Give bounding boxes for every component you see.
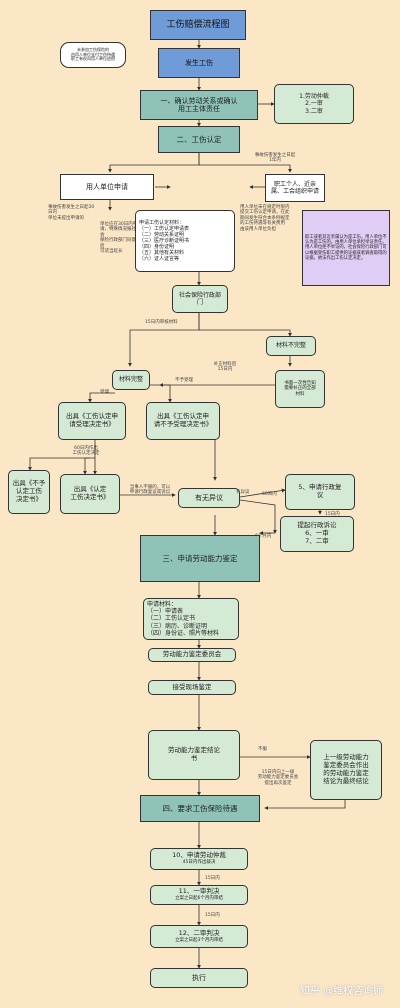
receive-appraisal-box: 接受现场鉴定 — [148, 680, 236, 695]
step1-box: 一、确认劳动关系或确认 用工主体责任 — [140, 90, 258, 120]
materials-list-box: 申请工伤认定材料： （一）工伤认定申请表 （二）劳动关系证明 （三）医疗诊断证明… — [135, 210, 235, 272]
label-reject: 不予受理 — [175, 378, 193, 383]
step12-note: 立案之日起3个月内审结 — [175, 937, 223, 943]
label-objection-mid: 当事人不服的，可以 申请行政复议或诉讼 — [129, 485, 171, 496]
employer-apply-box: 用人单位申请 — [60, 174, 154, 200]
label-15days: 15日内审核材料 — [145, 320, 178, 325]
note-top-left: 未参加工伤保险的 由用人单位支付工伤待遇 职工有权向用人单位追偿 — [60, 42, 126, 68]
note-notify-box: 书面一次性告知 需要补正的全部 材料 — [275, 370, 325, 408]
admin-review-box: 5、申请行政复 议 — [285, 474, 355, 510]
appraisal-result-box: 劳动能力鉴定结论 书 — [148, 730, 240, 780]
accident-box: 发生工伤 — [158, 48, 240, 78]
employee-apply-box: 职工个人、近亲 属、工会组织申请 — [265, 174, 325, 202]
label-accept: 受理 — [100, 390, 109, 395]
step2-box: 二、工伤认定 — [158, 126, 240, 153]
not-injury-box: 出具《不予 认定工伤 决定书》 — [8, 470, 50, 514]
note-purple-box: 职工或者其近亲属认为是工伤，用人单位不认为是工伤的，由用人单位承担举证责任。用人… — [302, 210, 390, 286]
note-employee-deadline: 事故伤害发生之日起 1年内 — [254, 153, 296, 164]
admin-lawsuit-box: 提起行政诉讼 6、一审 7、二审 — [280, 516, 354, 552]
issue-decision-box: 出具《工伤认定申 请受理决定书》 — [58, 402, 126, 440]
step10-label: 10、申请劳动仲裁 — [172, 851, 226, 860]
label-has: 有异议 — [236, 490, 250, 495]
step12-box: 12、二审判决 立案之日起3个月内审结 — [150, 925, 248, 948]
label-15: 15日内 — [325, 512, 340, 517]
step12-label: 12、二审判决 — [178, 928, 220, 937]
note-reappraisal: 15日内向上一级 劳动能力鉴定委员会 提出再次鉴定 — [257, 770, 299, 786]
appraisal-materials-box: 申请材料： （一）申请表 （二）工伤认定书 （三）病历、诊断证明 （四）身份证、… — [143, 598, 239, 640]
issue-reject-box: 出具《工伤认定申 请不予受理决定书》 — [146, 402, 220, 440]
label-15a: 15日内 — [205, 876, 220, 881]
label-supplement: 补正材料后 15日内 — [213, 362, 237, 373]
label-15b: 15日内 — [205, 913, 220, 918]
materials-incomplete-box: 材料不完整 — [266, 336, 316, 356]
watermark-text: 知乎 @维权咨询师 — [300, 986, 384, 997]
step11-label: 11、一审判决 — [178, 887, 220, 896]
step4-box: 四、要求工伤保险待遇 — [140, 795, 260, 822]
step11-box: 11、一审判决 立案之日起6个月内审结 — [150, 885, 248, 905]
execute-box: 执行 — [150, 968, 248, 988]
social-dept-box: 社会保险行政部 门 — [172, 285, 228, 313]
step10-note: 45日内作出裁决 — [182, 860, 216, 866]
step3-box: 三、申请劳动能力鉴定 — [140, 535, 260, 582]
step10-box: 10、申请劳动仲裁 45日内作出裁决 — [150, 848, 248, 870]
appraisal-committee-box: 劳动能力鉴定委员会 — [148, 648, 236, 662]
arbitration-box: 1.劳动仲裁 2.一审 3.二审 — [274, 84, 354, 124]
is-injury-box: 出具《认定 工伤决定书》 — [60, 474, 120, 514]
materials-complete-box: 材料完整 — [112, 370, 150, 390]
note-employer-extra: 单位应在30日内申 请，特殊情况报社会 保险行政部门同意后 可适当延长 — [100, 222, 138, 254]
title-box: 工伤赔偿流程图 — [150, 10, 246, 40]
label-60days: 60日内作出 工伤认定决定 — [72, 446, 100, 457]
label-6months: 6个月内 — [255, 534, 272, 539]
label-disagree: 不服 — [258, 747, 267, 752]
note-employer-deadline: 事故伤害发生之日起30日内 单位未提出申请的 — [48, 205, 95, 221]
label-60: 60日内 — [262, 492, 277, 497]
note-right-center: 用人单位未在规定时限内 提交工伤认定申请，在此 期间发生符合本条例规定 的工伤待… — [240, 205, 290, 232]
higher-committee-box: 上一级劳动能力 鉴定委员会作出 的劳动能力鉴定 结论为最终结论 — [310, 740, 382, 800]
step11-note: 立案之日起6个月内审结 — [175, 896, 223, 902]
objection-box: 有无异议 — [178, 488, 240, 508]
